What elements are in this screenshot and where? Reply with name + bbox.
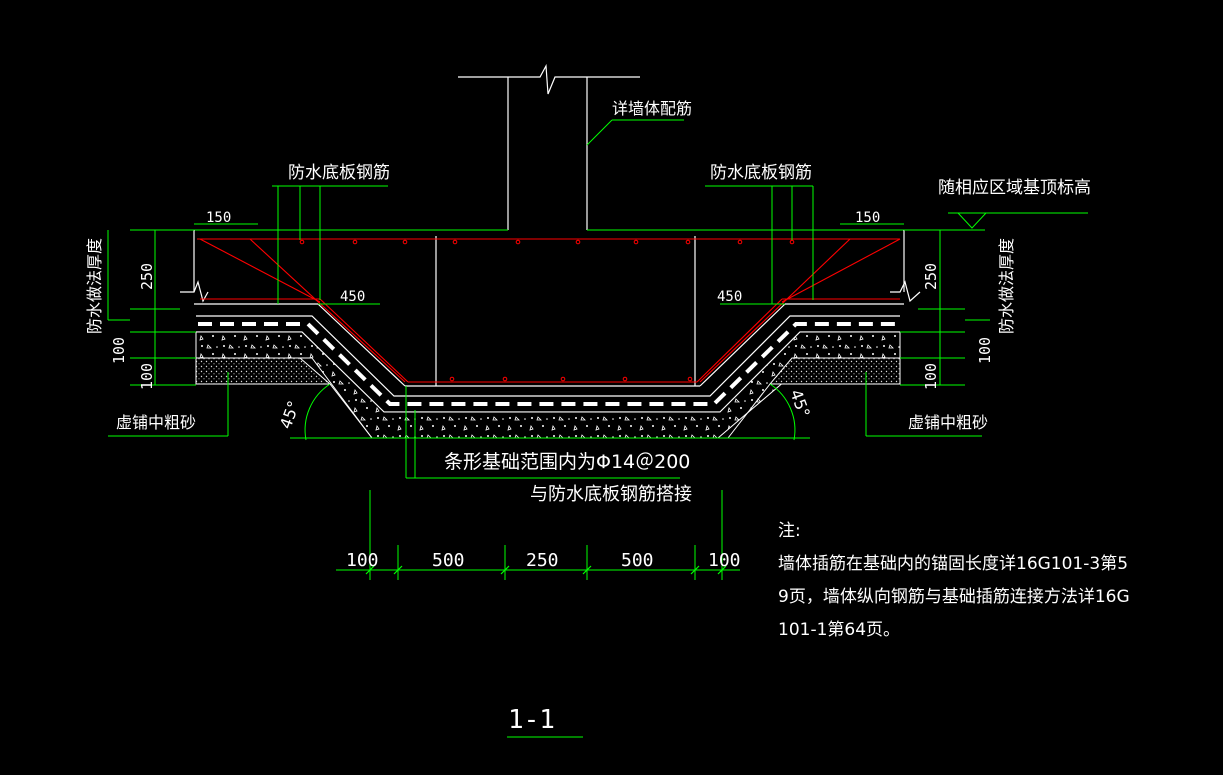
dimension-lines — [107, 119, 990, 738]
waterproof-thickness-left: 防水做法厚度 — [85, 238, 104, 334]
dim-250-left: 250 — [138, 263, 156, 290]
rebar-label-right: 防水底板钢筋 — [710, 163, 812, 183]
notes-line-3: 101-1第64页。 — [778, 620, 901, 640]
dim-100-right-b: 100 — [922, 363, 940, 390]
angle-label-left: 45° — [276, 398, 304, 431]
top-elevation-line — [130, 212, 1088, 231]
bottom-dim-3: 250 — [526, 550, 559, 571]
slab-outline — [180, 230, 921, 387]
bottom-dim-1: 100 — [346, 550, 379, 571]
wall-note: 详墙体配筋 — [612, 99, 692, 118]
wall — [458, 63, 640, 230]
dim-150-right: 150 — [855, 210, 880, 226]
waterproof-thickness-right: 防水做法厚度 — [997, 238, 1016, 334]
rebar-label-left: 防水底板钢筋 — [288, 163, 390, 183]
dim-150-left: 150 — [206, 210, 231, 226]
notes-line-2: 9页，墙体纵向钢筋与基础插筋连接方法详16G — [778, 587, 1130, 607]
rebar-dots — [299, 239, 795, 382]
notes-heading: 注: — [778, 521, 801, 541]
sand-label-left: 虚铺中粗砂 — [116, 413, 196, 432]
notes-block: 注: 墙体插筋在基础内的锚固长度详16G101-3第5 9页，墙体纵向钢筋与基础… — [778, 515, 1198, 647]
section-title: 1-1 — [508, 705, 555, 735]
dim-100-left-a: 100 — [110, 337, 128, 364]
strip-note-line1: 条形基础范围内为Φ14＠200 — [444, 451, 690, 473]
elevation-note: 随相应区域基顶标高 — [938, 178, 1091, 198]
sand-layer — [195, 357, 901, 439]
dim-100-right-a: 100 — [976, 337, 994, 364]
dim-450-left: 450 — [340, 289, 365, 305]
dim-100-left-b: 100 — [138, 363, 156, 390]
strip-note-line2: 与防水底板钢筋搭接 — [530, 484, 692, 505]
dim-250-right: 250 — [922, 263, 940, 290]
dimension-ticks — [365, 565, 727, 575]
dim-450-right: 450 — [717, 289, 742, 305]
angle-label-right: 45° — [786, 387, 814, 420]
sand-label-right: 虚铺中粗砂 — [908, 413, 988, 432]
notes-line-1: 墙体插筋在基础内的锚固长度详16G101-3第5 — [778, 554, 1129, 574]
bottom-dim-4: 500 — [621, 550, 654, 571]
rebar — [197, 238, 901, 383]
bottom-dim-2: 500 — [432, 550, 465, 571]
bottom-dim-5: 100 — [708, 550, 741, 571]
